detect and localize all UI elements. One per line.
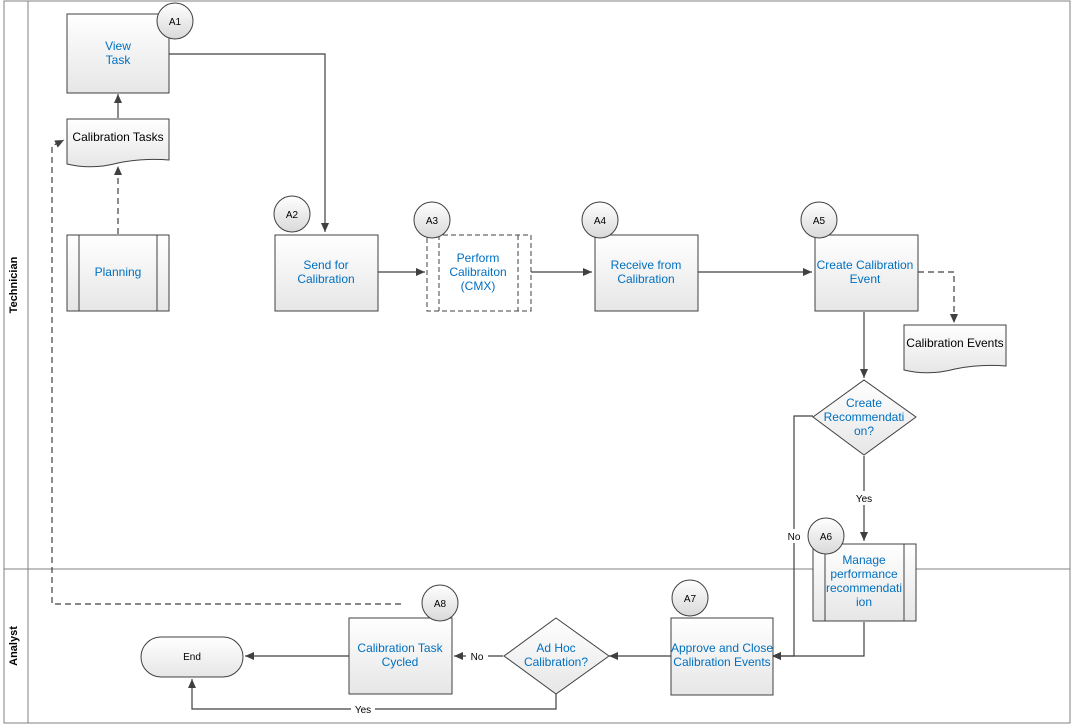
edge-label-yes-adhoc: Yes xyxy=(355,705,371,716)
svg-text:performance: performance xyxy=(830,567,898,581)
document-calibration-tasks[interactable]: Calibration Tasks xyxy=(66,118,170,168)
svg-text:Create Calibration: Create Calibration xyxy=(817,258,914,272)
connector-a6-a7 xyxy=(772,622,865,660)
edge-label-no-adhoc: No xyxy=(471,652,484,663)
connector-a1-a2 xyxy=(169,53,329,232)
lane-analyst-label: Analyst xyxy=(8,626,20,666)
svg-text:Receive from: Receive from xyxy=(611,258,682,272)
step-a8-calibration-task-cycled[interactable]: Calibration Task Cycled xyxy=(348,617,453,695)
svg-text:Calibration Events: Calibration Events xyxy=(906,336,1003,350)
svg-text:A2: A2 xyxy=(286,210,299,221)
svg-text:on?: on? xyxy=(854,424,874,438)
svg-text:Calibration: Calibration xyxy=(617,272,674,286)
svg-text:Create: Create xyxy=(846,396,882,410)
svg-text:Calibration Task: Calibration Task xyxy=(357,641,443,655)
svg-text:A5: A5 xyxy=(813,216,826,227)
decision-create-recommendation[interactable]: Create Recommendati on? xyxy=(812,379,917,456)
connector-a5-events xyxy=(918,271,958,323)
connector-a8-caltasks xyxy=(51,139,401,605)
step-a2-send-for-calibration[interactable]: Send for Calibration xyxy=(274,234,379,312)
step-id-badge-a6: A6 xyxy=(807,517,845,555)
svg-text:Event: Event xyxy=(850,272,881,286)
svg-text:Manage: Manage xyxy=(842,553,886,567)
svg-text:Task: Task xyxy=(106,53,132,67)
step-a4-receive-from-calibration[interactable]: Receive from Calibration xyxy=(594,234,699,312)
subprocess-planning[interactable]: Planning xyxy=(66,234,170,312)
svg-text:Approve and Close: Approve and Close xyxy=(671,641,773,655)
svg-text:A3: A3 xyxy=(426,216,439,227)
step-id-badge-a3: A3 xyxy=(413,201,451,239)
edge-label-no-recommendation: No xyxy=(788,532,801,543)
step-id-badge-a2: A2 xyxy=(273,195,311,233)
step-a1-view-task[interactable]: View Task xyxy=(66,13,170,94)
step-id-badge-a5: A5 xyxy=(800,201,838,239)
document-calibration-events[interactable]: Calibration Events xyxy=(903,324,1007,374)
step-a7-approve-and-close[interactable]: Approve and Close Calibration Events xyxy=(670,617,774,696)
lane-technician-label: Technician xyxy=(8,256,20,313)
svg-text:View: View xyxy=(105,39,131,53)
step-id-badge-a8: A8 xyxy=(421,584,459,622)
svg-text:Perform: Perform xyxy=(457,251,500,265)
svg-text:A4: A4 xyxy=(594,216,607,227)
edge-label-yes-recommendation: Yes xyxy=(856,494,872,505)
svg-text:Cycled: Cycled xyxy=(382,655,419,669)
terminal-end[interactable]: End xyxy=(140,636,244,678)
step-a3-perform-calibration[interactable]: Perform Calibraiton (CMX) xyxy=(426,234,532,312)
step-id-badge-a4: A4 xyxy=(581,201,619,239)
svg-text:ion: ion xyxy=(856,595,872,609)
svg-text:Planning: Planning xyxy=(95,265,142,279)
svg-text:A6: A6 xyxy=(820,532,833,543)
svg-text:Calibration Events: Calibration Events xyxy=(673,655,770,669)
svg-text:Calibration?: Calibration? xyxy=(524,655,588,669)
svg-text:Calibraiton: Calibraiton xyxy=(449,265,506,279)
svg-text:Recommendati: Recommendati xyxy=(824,410,905,424)
svg-text:A7: A7 xyxy=(684,594,697,605)
svg-text:Ad Hoc: Ad Hoc xyxy=(536,641,575,655)
step-id-badge-a1: A1 xyxy=(156,2,194,40)
svg-text:Calibration: Calibration xyxy=(297,272,354,286)
svg-text:(CMX): (CMX) xyxy=(461,279,496,293)
step-id-badge-a7: A7 xyxy=(671,579,709,617)
svg-text:Send for: Send for xyxy=(303,258,348,272)
step-a6-manage-performance-recommendation[interactable]: Manage performance recommendati ion xyxy=(812,543,917,622)
step-a5-create-calibration-event[interactable]: Create Calibration Event xyxy=(814,234,919,312)
svg-text:A1: A1 xyxy=(169,17,182,28)
svg-text:A8: A8 xyxy=(434,599,447,610)
svg-text:End: End xyxy=(183,652,201,663)
svg-text:Calibration Tasks: Calibration Tasks xyxy=(72,130,163,144)
svg-text:recommendati: recommendati xyxy=(826,581,902,595)
decision-ad-hoc-calibration[interactable]: Ad Hoc Calibration? xyxy=(503,617,610,695)
